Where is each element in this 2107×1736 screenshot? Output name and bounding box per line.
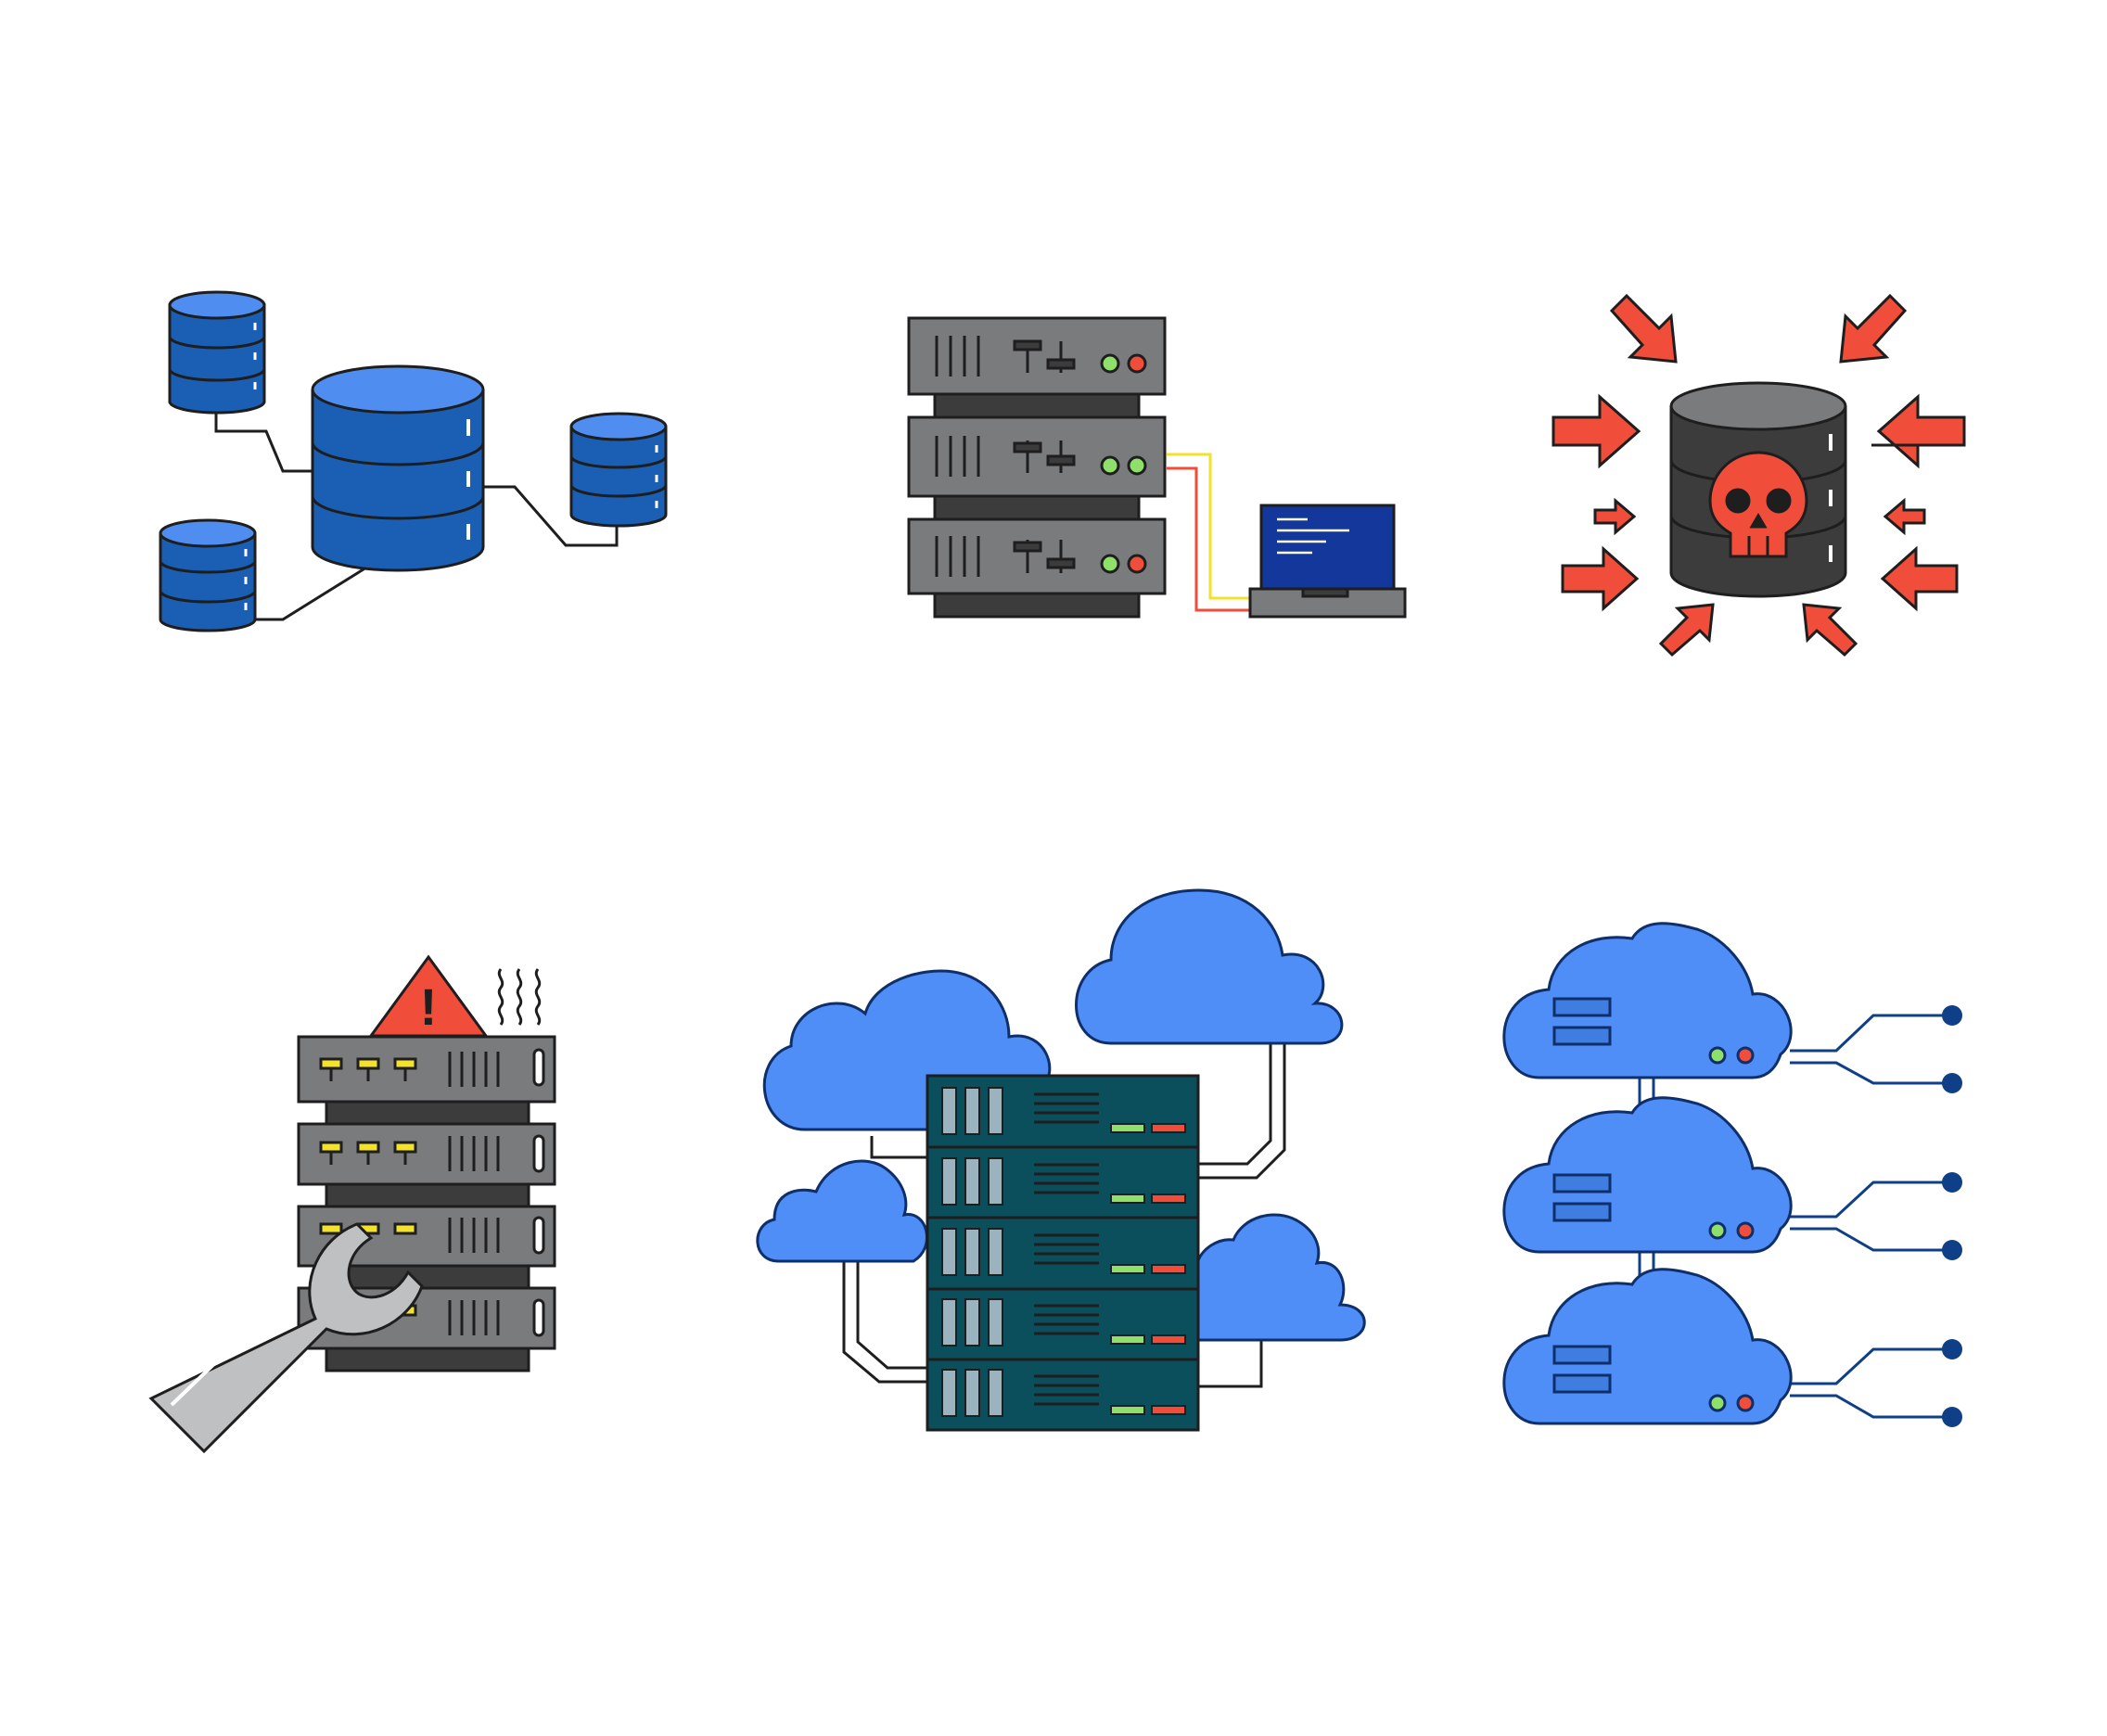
database-attack-icon (1552, 293, 1966, 657)
database-network-icon (159, 290, 668, 632)
heat-waves-icon (497, 968, 542, 1026)
arrow-icon (1839, 293, 1908, 364)
attack-arrows (1552, 293, 1966, 657)
cloud-icon (756, 1159, 928, 1263)
cloud-icon (1075, 888, 1344, 1045)
small-database-icon (159, 518, 257, 632)
arrow-icon (1593, 497, 1637, 536)
wrench-icon (148, 1222, 424, 1454)
network-nodes (1942, 1005, 1962, 1427)
cloud-storage-network-icon (1502, 922, 1962, 1427)
small-database-icon (569, 412, 668, 528)
arrow-icon (1871, 393, 1966, 469)
wire-yellow (1167, 453, 1257, 600)
warning-icon: ! (368, 954, 489, 1038)
warning-glyph: ! (420, 977, 438, 1036)
server-rack-laptop-icon (907, 316, 1407, 619)
cloud-storage-unit (1502, 922, 1793, 1079)
small-database-icon (168, 290, 266, 415)
arrow-icon (1609, 293, 1678, 364)
server-unit (297, 1122, 556, 1186)
wire-red (1167, 466, 1257, 612)
arrow-icon (1658, 603, 1715, 657)
cloud-icon (1194, 1213, 1366, 1342)
arrow-icon (1880, 545, 1959, 612)
arrow-icon (1552, 393, 1641, 469)
laptop-icon (1248, 504, 1407, 619)
server-unit (297, 1035, 556, 1104)
cloud-server-hub-icon (756, 888, 1366, 1432)
main-database-icon (311, 364, 485, 572)
arrow-icon (1561, 545, 1640, 612)
server-slot-details (941, 1087, 1186, 1417)
cloud-storage-unit (1502, 1268, 1793, 1425)
server-unit (907, 316, 1167, 396)
cloud-storage-unit (1502, 1096, 1793, 1254)
server-unit (907, 415, 1167, 498)
server-maintenance-icon: ! (148, 954, 556, 1454)
arrow-icon (1883, 497, 1926, 536)
skull-icon (1708, 451, 1808, 558)
server-unit (907, 517, 1167, 595)
arrow-icon (1802, 603, 1858, 657)
